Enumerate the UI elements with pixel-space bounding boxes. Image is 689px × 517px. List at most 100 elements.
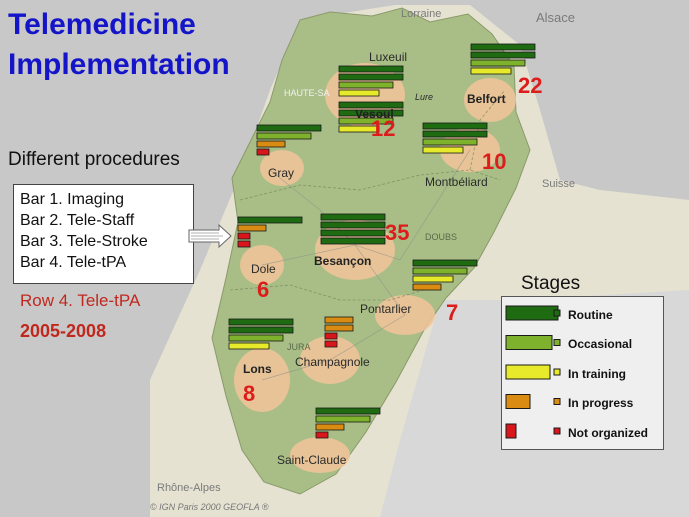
bar-group-vesoul bbox=[338, 101, 404, 133]
bar-champagnole-2 bbox=[324, 324, 354, 332]
stage-swatch-4 bbox=[505, 423, 517, 439]
bar-legend-box: Bar 1. Imaging Bar 2. Tele-Staff Bar 3. … bbox=[13, 184, 194, 284]
count-montbeliard: 10 bbox=[482, 149, 507, 174]
bar-pontarlier-4 bbox=[412, 283, 442, 291]
place-luxeuil: Luxeuil bbox=[369, 50, 408, 64]
count-belfort: 22 bbox=[518, 73, 543, 98]
region-label-lorraine: Lorraine bbox=[401, 8, 442, 20]
bar-vesoul-3 bbox=[338, 117, 394, 125]
stage-swatch-3 bbox=[505, 394, 531, 409]
bar-gray-1 bbox=[256, 124, 322, 132]
bar-group-luxeuil bbox=[338, 65, 404, 97]
bar-besancon-4 bbox=[320, 237, 386, 245]
place-dole: Dole bbox=[251, 262, 276, 276]
bar-gray-3 bbox=[256, 140, 286, 148]
place-jura: JURA bbox=[287, 342, 311, 352]
bar-vesoul-1 bbox=[338, 101, 404, 109]
bar-dole-3 bbox=[237, 232, 251, 240]
stage-label-not-organized: Not organized bbox=[568, 426, 648, 440]
bar-legend-item: Bar 2. Tele-Staff bbox=[20, 212, 135, 229]
bar-besancon-2 bbox=[320, 221, 386, 229]
bar-pontarlier-3 bbox=[412, 275, 454, 283]
bar-luxeuil-1 bbox=[338, 65, 404, 73]
stage-marker-2 bbox=[553, 368, 561, 376]
title-line-1: Telemedicine bbox=[8, 8, 196, 41]
bar-lons-4 bbox=[228, 342, 270, 350]
bar-luxeuil-2 bbox=[338, 73, 404, 81]
bar-champagnole-4 bbox=[324, 340, 338, 348]
bar-champagnole-1 bbox=[324, 316, 354, 324]
stage-swatch-2 bbox=[505, 364, 551, 380]
arrow-icon bbox=[188, 223, 232, 249]
bar-besancon-1 bbox=[320, 213, 386, 221]
bar-luxeuil-3 bbox=[338, 81, 394, 89]
place-belfort: Belfort bbox=[467, 92, 506, 106]
roads bbox=[261, 149, 471, 381]
bar-vesoul-2 bbox=[338, 109, 404, 117]
region-label-rhone-alpes: Rhône-Alpes bbox=[157, 482, 221, 494]
bar-montbeliard-2 bbox=[422, 130, 488, 138]
place-besancon: Besançon bbox=[314, 254, 372, 268]
procedures-heading: Different procedures bbox=[8, 149, 180, 170]
stage-swatch-1 bbox=[505, 335, 553, 350]
bar-dole-2 bbox=[237, 224, 267, 232]
region-label-suisse: Suisse bbox=[542, 178, 576, 190]
title-line-2: Implementation bbox=[8, 48, 230, 81]
place-haute-saone: HAUTE-SA bbox=[284, 88, 330, 98]
count-besancon: 35 bbox=[385, 220, 410, 245]
bar-group-champagnole bbox=[324, 316, 354, 348]
bar-luxeuil-4 bbox=[338, 89, 380, 97]
bar-besancon-3 bbox=[320, 229, 386, 237]
bar-belfort-2 bbox=[470, 51, 536, 59]
place-champagnole: Champagnole bbox=[295, 355, 370, 369]
bar-lons-1 bbox=[228, 318, 294, 326]
place-vesoul: Vesoul bbox=[355, 107, 394, 121]
bar-belfort-1 bbox=[470, 43, 536, 51]
bar-montbeliard-1 bbox=[422, 122, 488, 130]
bar-saint_claude-1 bbox=[315, 407, 381, 415]
stage-marker-3 bbox=[553, 398, 561, 405]
stage-label-routine: Routine bbox=[568, 308, 613, 322]
bar-montbeliard-4 bbox=[422, 146, 464, 154]
place-doubs: DOUBS bbox=[425, 232, 458, 242]
count-pontarlier: 7 bbox=[446, 300, 459, 325]
bar-dole-4 bbox=[237, 240, 251, 248]
bar-belfort-4 bbox=[470, 67, 512, 75]
bar-group-lons bbox=[228, 318, 294, 350]
bar-legend-item: Bar 4. Tele-tPA bbox=[20, 254, 127, 271]
place-pontarlier: Pontarlier bbox=[360, 302, 412, 316]
stage-swatches bbox=[505, 305, 561, 439]
count-vesoul: 12 bbox=[371, 116, 396, 141]
bar-pontarlier-2 bbox=[412, 267, 468, 275]
bar-dole-1 bbox=[237, 216, 303, 224]
bar-group-dole bbox=[237, 216, 303, 248]
place-lure: Lure bbox=[415, 92, 434, 102]
bar-belfort-3 bbox=[470, 59, 526, 67]
bar-group-gray bbox=[256, 124, 322, 156]
stage-marker-0 bbox=[553, 309, 561, 317]
place-lons: Lons bbox=[243, 362, 272, 376]
bar-lons-3 bbox=[228, 334, 284, 342]
bar-group-montbeliard bbox=[422, 122, 488, 154]
bar-legend-item: Bar 1. Imaging bbox=[20, 191, 125, 208]
place-saint-claude: Saint-Claude bbox=[277, 453, 347, 467]
bar-saint_claude-2 bbox=[315, 415, 371, 423]
region-label-alsace: Alsace bbox=[536, 10, 576, 25]
department-borders bbox=[229, 89, 506, 301]
years-label: 2005-2008 bbox=[20, 321, 107, 341]
stage-marker-4 bbox=[553, 427, 561, 435]
bar-legend-item: Bar 3. Tele-Stroke bbox=[20, 233, 148, 250]
bar-group-besancon bbox=[320, 213, 386, 245]
stages-legend-box: Routine Occasional In training In progre… bbox=[501, 296, 664, 450]
bar-lons-2 bbox=[228, 326, 294, 334]
bar-group-pontarlier bbox=[412, 259, 478, 291]
row-note: Row 4. Tele-tPA bbox=[20, 291, 141, 310]
place-gray: Gray bbox=[268, 166, 295, 180]
stages-title: Stages bbox=[521, 273, 581, 294]
hospital-bar-groups bbox=[228, 43, 536, 439]
bar-saint_claude-4 bbox=[315, 431, 329, 439]
stage-label-occasional: Occasional bbox=[568, 337, 633, 351]
bar-group-saint_claude bbox=[315, 407, 381, 439]
bar-group-belfort bbox=[470, 43, 536, 75]
stage-label-in-training: In training bbox=[568, 367, 626, 381]
